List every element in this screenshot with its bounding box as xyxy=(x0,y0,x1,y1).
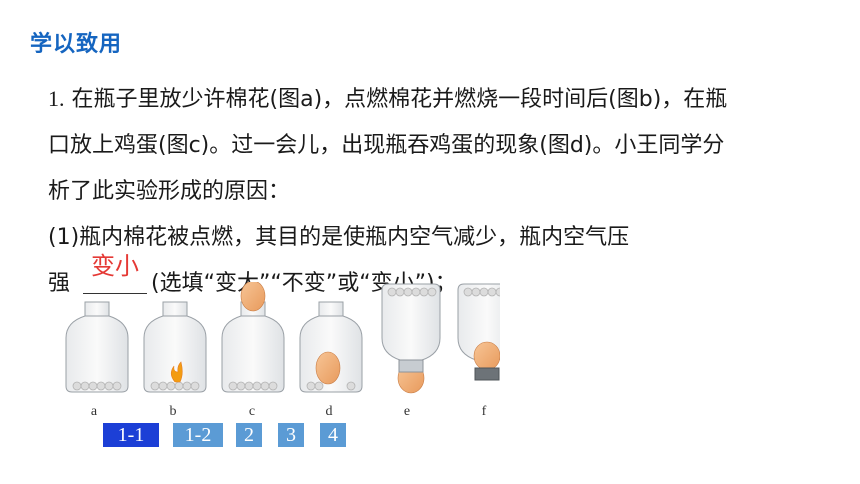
cotton-c xyxy=(228,381,278,391)
nav-button-2[interactable]: 2 xyxy=(236,423,262,447)
bottle-e xyxy=(381,283,441,394)
question-line-3: 析了此实验形成的原因： xyxy=(48,179,291,204)
cotton-a xyxy=(72,381,122,391)
egg-f xyxy=(473,341,500,371)
cotton-b xyxy=(150,381,200,391)
figure-label-a: a xyxy=(90,404,98,419)
figure-label-f: f xyxy=(481,404,487,419)
bottle-d xyxy=(299,301,363,393)
bottle-b xyxy=(143,301,207,393)
egg-c xyxy=(240,282,266,312)
question-line-1-text: 在瓶子里放少许棉花(图a)，点燃棉花并燃烧一段时间后(图b)，在瓶 xyxy=(71,87,728,112)
question-line-4: (1)瓶内棉花被点燃，其目的是使瓶内空气减少，瓶内空气压 xyxy=(48,225,630,250)
nav-button-1-1[interactable]: 1-1 xyxy=(103,423,159,447)
nav-button-3[interactable]: 3 xyxy=(278,423,304,447)
bottle-c xyxy=(221,282,285,393)
question-line-1: 1. 在瓶子里放少许棉花(图a)，点燃棉花并燃烧一段时间后(图b)，在瓶 xyxy=(48,76,828,123)
question-text: 1. 在瓶子里放少许棉花(图a)，点燃棉花并燃烧一段时间后(图b)，在瓶 口放上… xyxy=(48,76,828,307)
nav-button-4[interactable]: 4 xyxy=(320,423,346,447)
nav-button-1-2[interactable]: 1-2 xyxy=(173,423,223,447)
egg-d xyxy=(315,351,341,385)
cotton-d xyxy=(306,381,356,391)
answer-blank: 变小 xyxy=(83,252,148,294)
cotton-e xyxy=(387,287,437,297)
figure-label-c: c xyxy=(248,404,256,419)
cotton-f xyxy=(463,287,500,297)
section-title: 学以致用 xyxy=(30,32,123,57)
figure-label-b: b xyxy=(169,404,177,419)
flame-icon xyxy=(170,361,183,383)
question-number: 1. xyxy=(48,86,65,111)
figure-label-e: e xyxy=(403,404,411,419)
figure-label-d: d xyxy=(325,404,333,419)
question-line-2: 口放上鸡蛋(图c)。过一会儿，出现瓶吞鸡蛋的现象(图d)。小王同学分 xyxy=(48,133,725,158)
line-5-prefix: 强 xyxy=(48,271,71,296)
bottle-a xyxy=(65,301,129,393)
bottle-f xyxy=(457,283,500,381)
experiment-illustration xyxy=(65,282,500,394)
answer-text: 变小 xyxy=(91,252,140,280)
